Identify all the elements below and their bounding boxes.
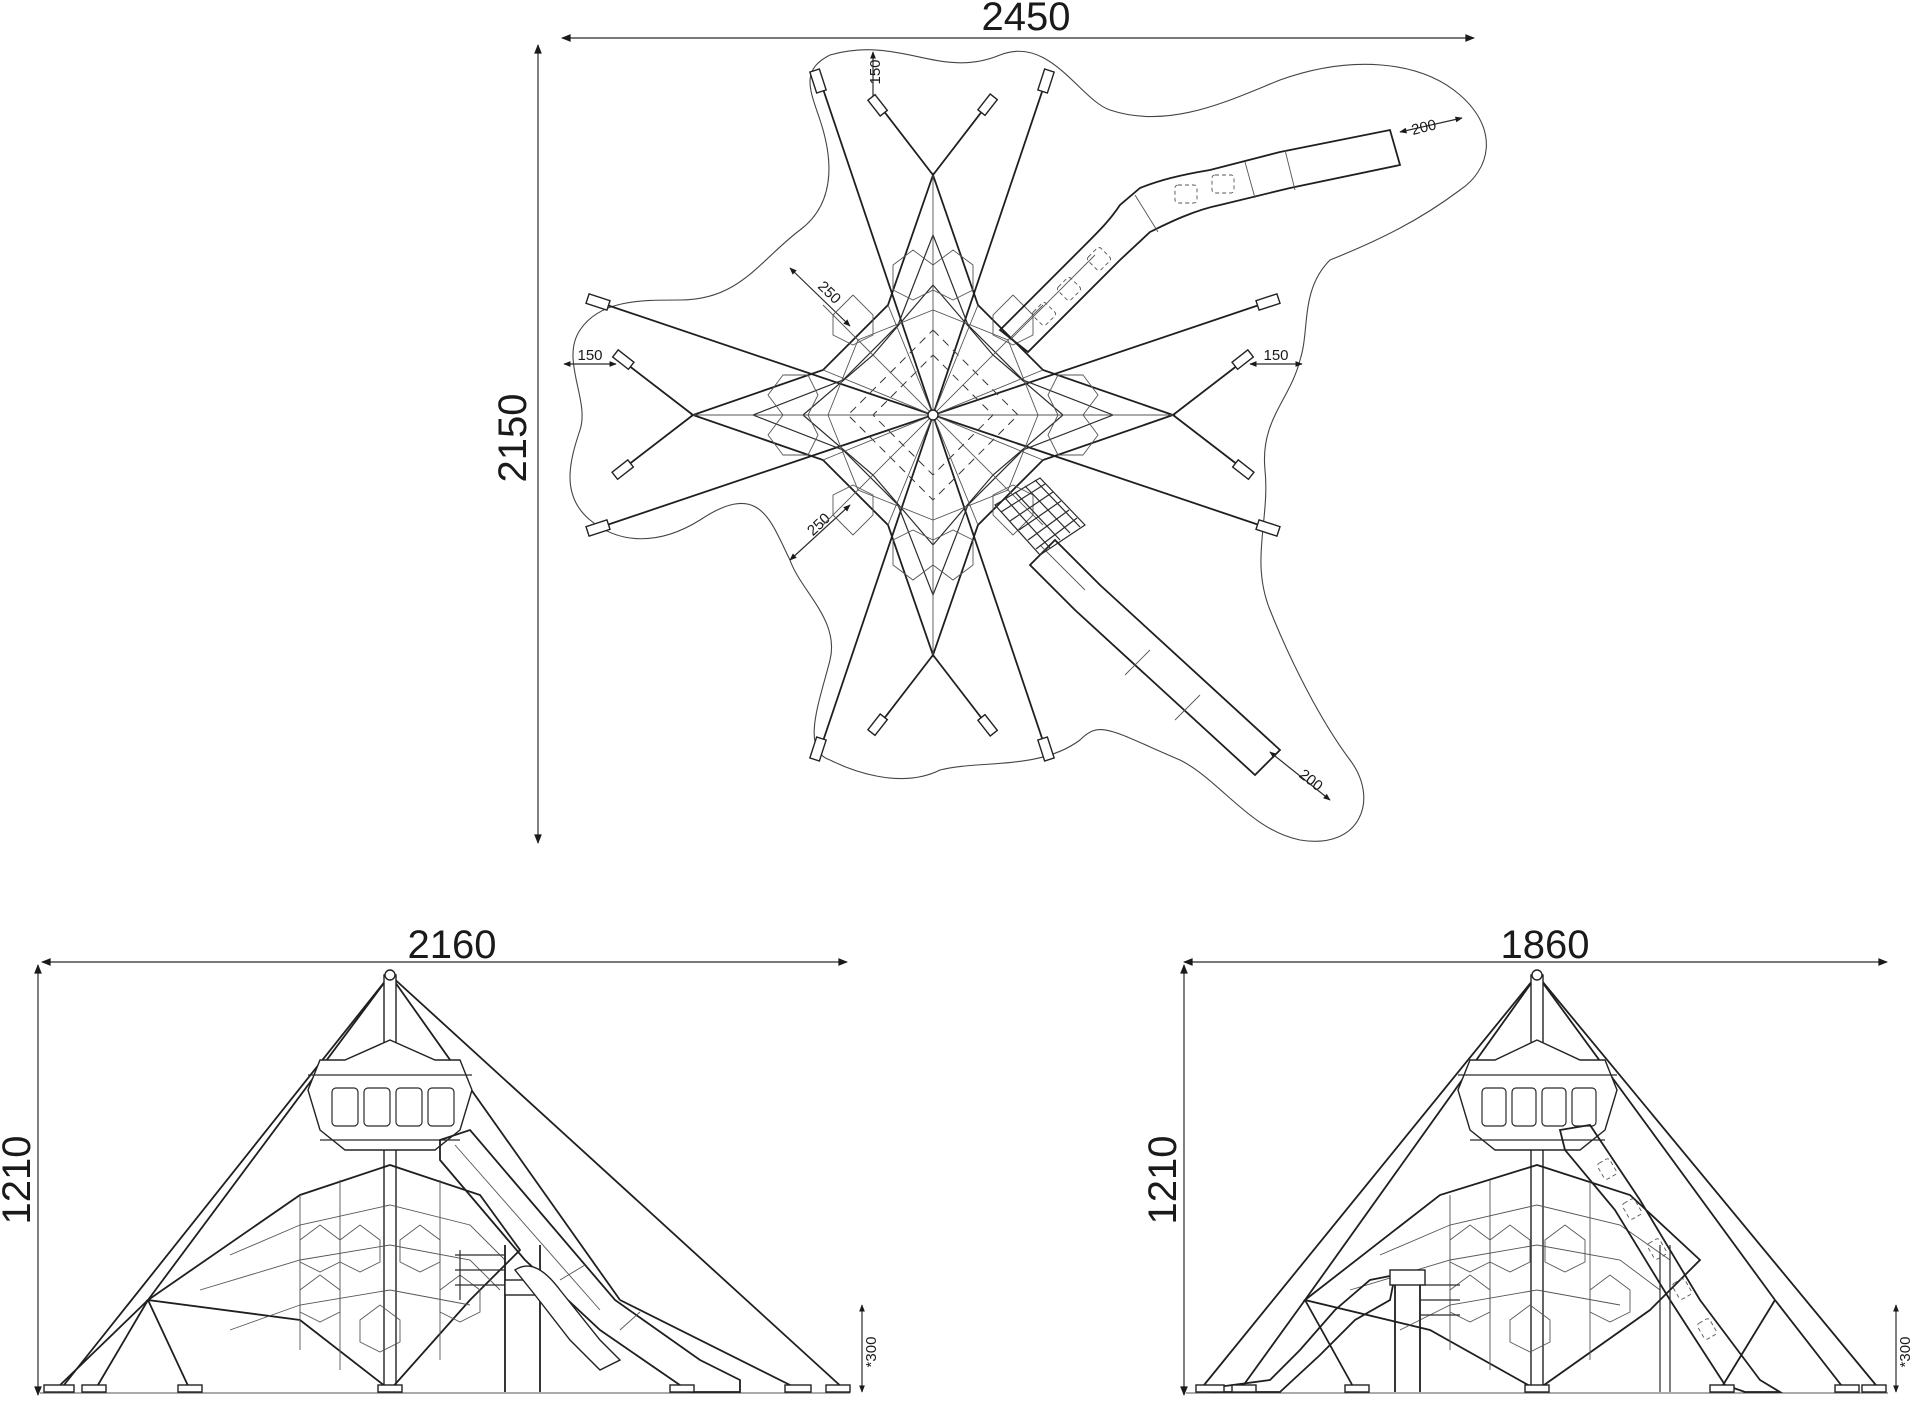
clearance-upper-left-line (789, 267, 851, 327)
tube-slide-upper-plan (998, 128, 1402, 354)
plan-view: 2450 2150 150 150 150 250 250 200 200 (491, 0, 1487, 844)
clearance-left-label: 150 (577, 347, 602, 364)
side-fall-label: *300 (1897, 1337, 1914, 1368)
plan-height-label: 2150 (491, 394, 535, 483)
side-height-label: 1210 (1141, 1136, 1185, 1225)
front-width-label: 2160 (408, 923, 497, 967)
clearance-upper-left-label: 250 (814, 278, 844, 308)
rope-net-plan (585, 68, 1281, 762)
side-width-label: 1860 (1501, 923, 1590, 967)
clearance-slide-top-label: 200 (1410, 116, 1438, 139)
plan-width-label: 2450 (982, 0, 1071, 39)
front-elevation: 2160 1210 *300 (0, 923, 880, 1396)
clearance-slide-bottom-line (1269, 751, 1331, 801)
front-fall-label: *300 (863, 1337, 880, 1368)
clearance-lower-left-line (789, 504, 851, 561)
clearance-top-label: 150 (867, 59, 884, 84)
clearance-right-label: 150 (1263, 347, 1288, 364)
side-elevation: 1860 1210 *300 (1141, 923, 1914, 1396)
tube-slide-lower-plan (994, 477, 1282, 777)
front-height-label: 1210 (0, 1136, 39, 1225)
clearance-lower-left-label: 250 (804, 510, 834, 540)
safety-zone-outline (569, 49, 1487, 842)
clearance-slide-bottom-label: 200 (1296, 766, 1326, 795)
clearance-slide-top-line (1399, 116, 1463, 134)
